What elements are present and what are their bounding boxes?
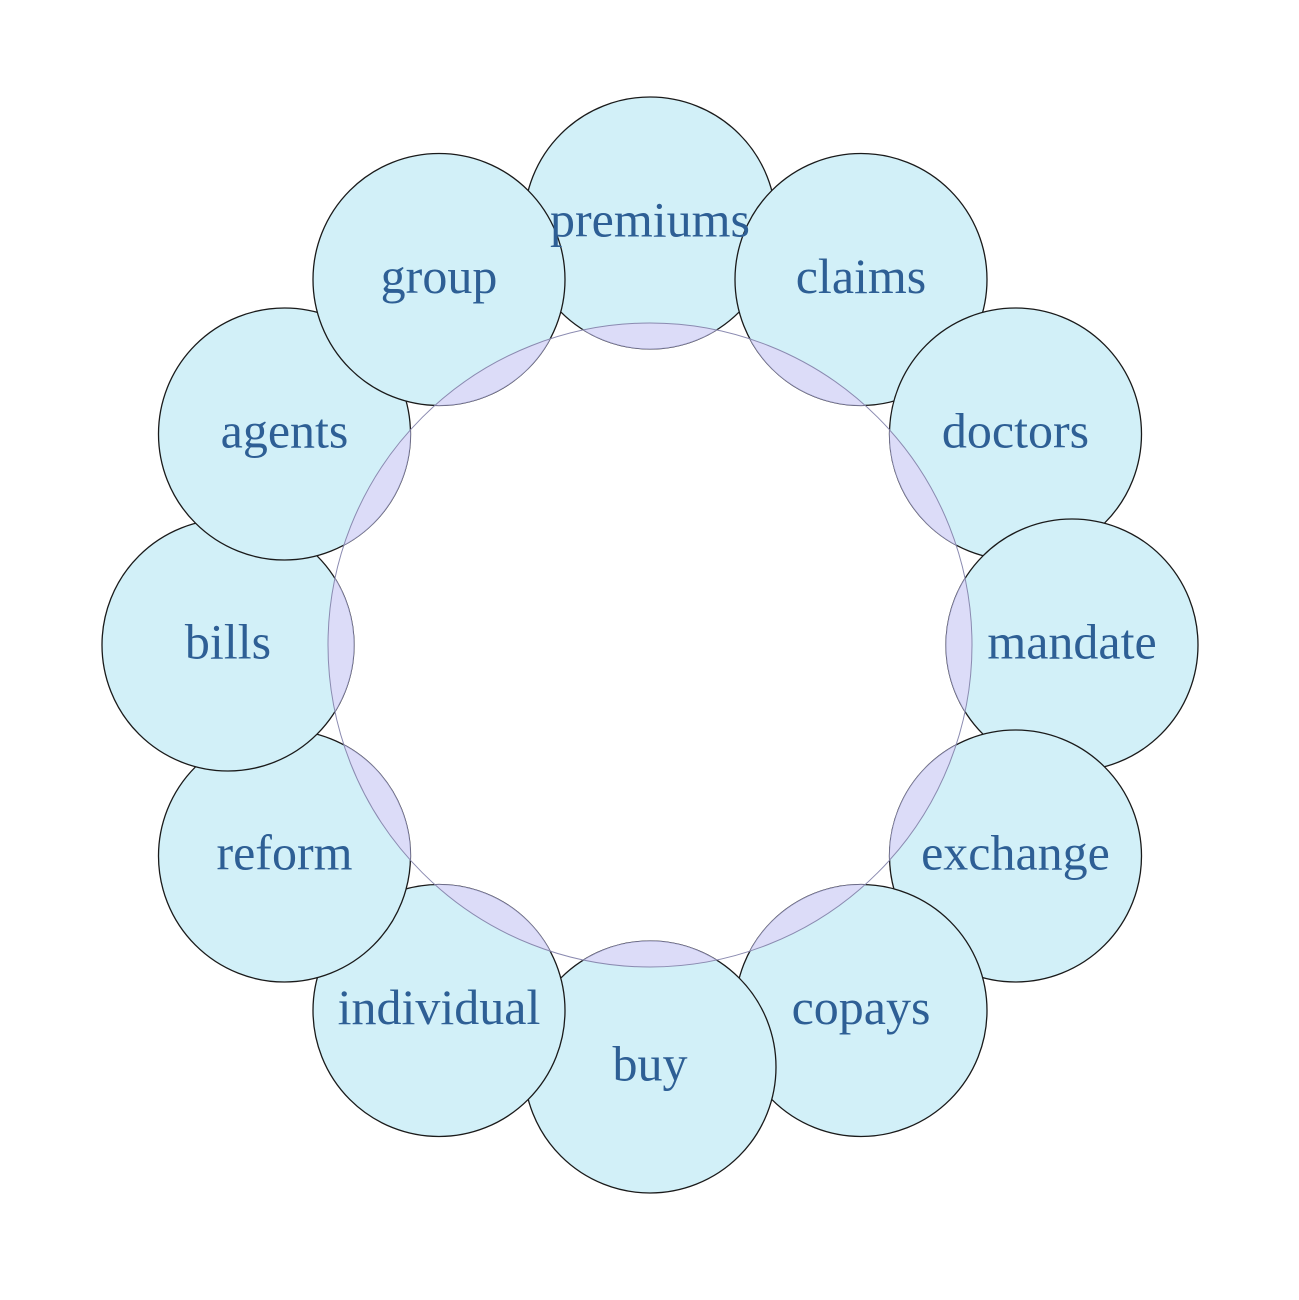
- overlap-premiums: [523, 323, 777, 350]
- term-label-copays: copays: [792, 979, 931, 1035]
- term-label-individual: individual: [338, 979, 541, 1035]
- term-label-claims: claims: [796, 248, 927, 304]
- overlap-buy: [523, 940, 777, 967]
- term-label-premiums: premiums: [550, 191, 750, 247]
- overlap-mandate: [945, 518, 972, 772]
- term-label-group: group: [381, 248, 498, 304]
- center-ring: [327, 322, 973, 968]
- term-label-buy: buy: [613, 1035, 688, 1091]
- term-circles: [101, 96, 1199, 1194]
- term-label-agents: agents: [221, 402, 349, 458]
- term-label-mandate: mandate: [987, 613, 1156, 669]
- term-label-reform: reform: [216, 824, 352, 880]
- term-labels: premiums claims doctors mandate exchange copa…: [185, 191, 1157, 1091]
- overlap-bills: [328, 518, 355, 772]
- term-label-doctors: doctors: [942, 402, 1089, 458]
- term-label-bills: bills: [185, 613, 271, 669]
- term-label-exchange: exchange: [921, 824, 1110, 880]
